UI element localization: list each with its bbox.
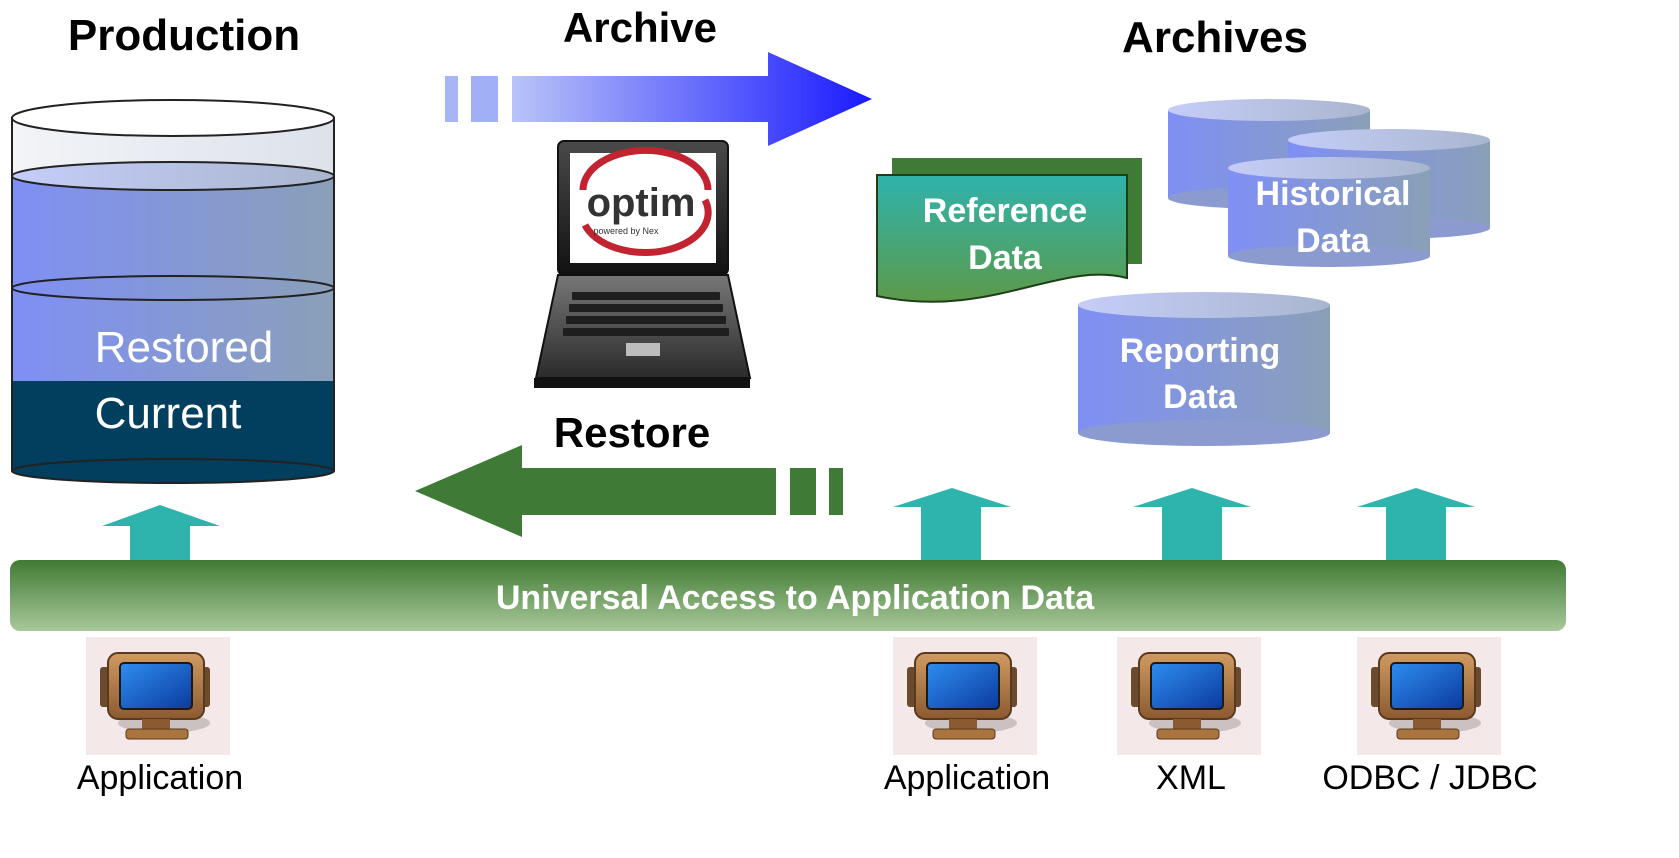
up-arrow-production (102, 505, 220, 560)
computer-icon (1356, 636, 1502, 756)
client-odbc-jdbc: ODBC / JDBC (1322, 636, 1538, 797)
historical-data-label-line1: Historical (1256, 175, 1411, 213)
optim-logo-text: optim (587, 181, 696, 225)
optim-logo: optim powered by Nex (579, 146, 712, 257)
historical-data-label-line2: Data (1296, 222, 1371, 260)
reporting-data-label-line2: Data (1163, 378, 1238, 416)
client-xml: XML (1116, 636, 1262, 797)
archive-heading: Archive (563, 4, 717, 51)
client-label: XML (1156, 759, 1226, 797)
archives-heading: Archives (1122, 13, 1308, 62)
current-label: Current (95, 389, 242, 438)
computer-icon (85, 636, 231, 756)
laptop-icon: optim powered by Nex (534, 140, 752, 388)
universal-access-bar: Universal Access to Application Data (10, 560, 1566, 631)
client-application-2: Application (884, 636, 1050, 797)
reference-data-label-line1: Reference (923, 192, 1087, 230)
restored-label: Restored (95, 323, 274, 372)
client-label: ODBC / JDBC (1322, 759, 1537, 797)
up-arrow-reference (893, 488, 1011, 572)
up-arrow-reporting (1133, 488, 1251, 572)
optim-logo-subtext: powered by Nex (593, 226, 659, 236)
up-arrows (102, 488, 1475, 572)
reference-data-label-line2: Data (968, 239, 1043, 277)
reporting-data-label-line1: Reporting (1120, 332, 1281, 370)
reference-data-documents: Reference Data (876, 158, 1142, 303)
restore-arrow (415, 445, 843, 537)
production-heading: Production (68, 11, 300, 60)
restore-heading: Restore (554, 409, 710, 456)
computer-icon (1116, 636, 1262, 756)
historical-data-cylinders: Historical Data (1168, 99, 1490, 267)
production-database: Restored Current (11, 99, 335, 484)
computer-icon (892, 636, 1038, 756)
universal-access-label: Universal Access to Application Data (496, 579, 1095, 617)
client-application-1: Application (77, 636, 243, 797)
client-label: Application (884, 759, 1050, 797)
up-arrow-historical (1357, 488, 1475, 572)
reporting-data-cylinder: Reporting Data (1078, 292, 1330, 446)
client-label: Application (77, 759, 243, 797)
archive-arrow (445, 52, 872, 146)
